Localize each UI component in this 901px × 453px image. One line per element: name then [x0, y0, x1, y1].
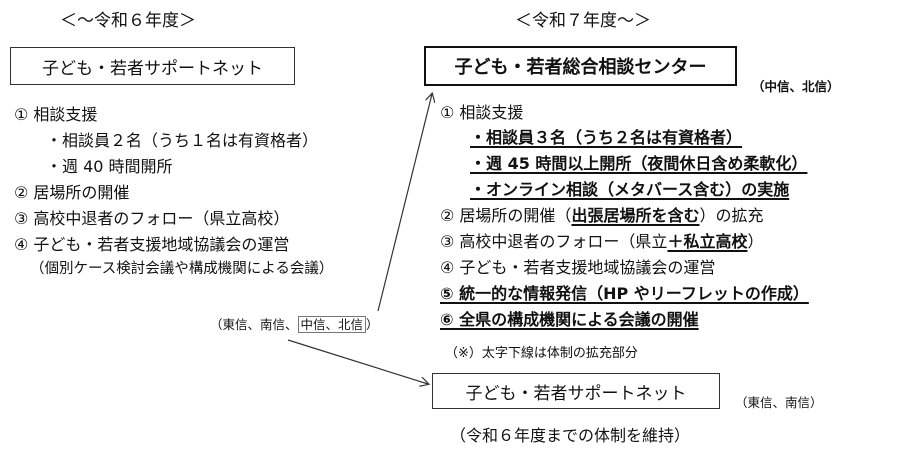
right-item-3-post: ）: [747, 232, 764, 251]
right-header: ＜令和７年度～＞: [515, 11, 651, 31]
right-item-1: ① 相談支援: [440, 103, 524, 122]
right-item-2-bold: 出張居場所を含む: [571, 206, 700, 225]
right-item-1a: ・相談員３名（うち２名は有資格者）: [470, 128, 743, 147]
left-item-4-note: （個別ケース検討会議や構成機関による会議）: [30, 261, 334, 277]
left-item-3: ③ 高校中退者のフォロー（県立高校）: [14, 209, 290, 228]
left-item-1: ① 相談支援: [14, 105, 98, 124]
right-item-2-pre: ② 居場所の開催（: [440, 206, 572, 225]
right-box-regions: （中信、北信）: [752, 79, 840, 94]
arrow-to-support-net: [287, 339, 428, 384]
left-header: ＜～令和６年度＞: [60, 11, 196, 31]
left-item-4: ④ 子ども・若者支援地域協議会の運営: [14, 235, 290, 254]
right-item-3: ③ 高校中退者のフォロー（県立＋私立高校）: [440, 228, 763, 252]
left-regions-open: （東信、南信、: [210, 317, 298, 332]
right-item-1c: ・オンライン相談（メタバース含む）の実施: [470, 180, 790, 199]
right-note: （※）太字下線は体制の拡充部分: [445, 346, 638, 361]
right-item-3-pre: ③ 高校中退者のフォロー（県立: [440, 232, 668, 251]
left-item-1b: ・週 40 時間開所: [46, 157, 173, 176]
right-item-6: ⑥ 全県の構成機関による会議の開催: [440, 310, 699, 329]
right-item-2: ② 居場所の開催（出張居場所を含む）の拡充: [440, 202, 763, 226]
left-item-1a: ・相談員２名（うち１名は有資格者）: [46, 131, 319, 150]
arrow-to-center: [377, 94, 432, 312]
left-box-support-net: 子ども・若者サポートネット: [10, 47, 295, 85]
left-item-2: ② 居場所の開催: [14, 183, 130, 202]
right-box-center: 子ども・若者総合相談センター: [424, 46, 737, 86]
right-item-5: ⑤ 統一的な情報発信（HP やリーフレットの作成）: [440, 284, 809, 303]
right-item-4: ④ 子ども・若者支援地域協議会の運営: [440, 258, 716, 277]
bottom-box-support-net: 子ども・若者サポートネット: [432, 373, 720, 409]
left-regions-close: ）: [366, 317, 379, 332]
left-regions-boxed: 中信、北信: [297, 316, 367, 333]
bottom-regions: （東信、南信）: [735, 395, 823, 410]
left-regions: （東信、南信、中信、北信）: [210, 314, 379, 333]
right-item-2-post: ）の拡充: [699, 206, 764, 225]
bottom-caption: （令和６年度までの体制を維持）: [450, 426, 691, 445]
right-item-1b: ・週 45 時間以上開所（夜間休日含め柔軟化）: [470, 154, 808, 173]
right-item-3-bold: ＋私立高校: [667, 232, 748, 251]
